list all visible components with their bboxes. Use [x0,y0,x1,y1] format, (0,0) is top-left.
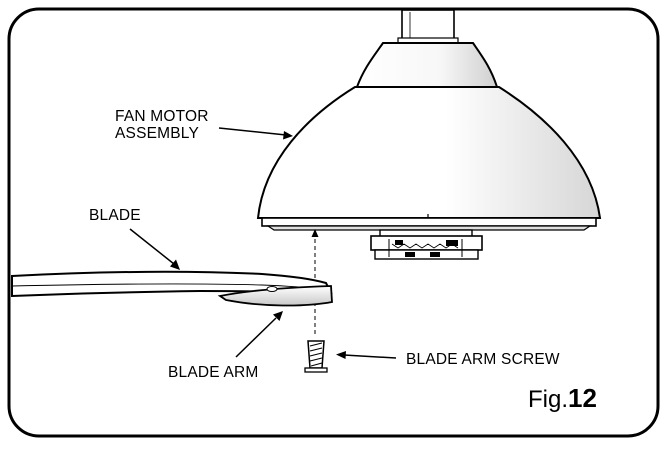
figure-caption: Fig.12 [528,383,597,413]
blade-arm-part [217,285,333,307]
screw-arrow [343,354,397,359]
blade-arrow [129,228,175,265]
figure-prefix: Fig. [528,386,568,413]
leader-arrows [129,127,397,359]
label-fan-motor-line1: FAN MOTOR [115,108,209,125]
screw-arrowhead [336,351,346,359]
motor-arrowhead [283,131,293,140]
motor-bottom-rim [261,214,597,231]
alignment-arrowhead [311,229,319,237]
motor-arrow [218,127,287,136]
fan-motor-housing [256,86,602,219]
blade-arm-arrowhead [273,311,283,321]
downrod [397,9,459,44]
blade-arrowhead [170,259,180,270]
motor-flange [370,229,483,260]
label-blade: BLADE [89,207,141,224]
label-blade-arm: BLADE ARM [168,364,259,381]
blade-arm-screw-part [304,340,328,373]
label-blade-arm-screw: BLADE ARM SCREW [406,351,560,368]
label-fan-motor-line2: ASSEMBLY [115,125,199,142]
motor-top-canopy [355,42,499,88]
figure-number: 12 [568,383,597,413]
blade-arm-arrow [235,317,277,358]
blade-arm-hole [266,286,278,292]
